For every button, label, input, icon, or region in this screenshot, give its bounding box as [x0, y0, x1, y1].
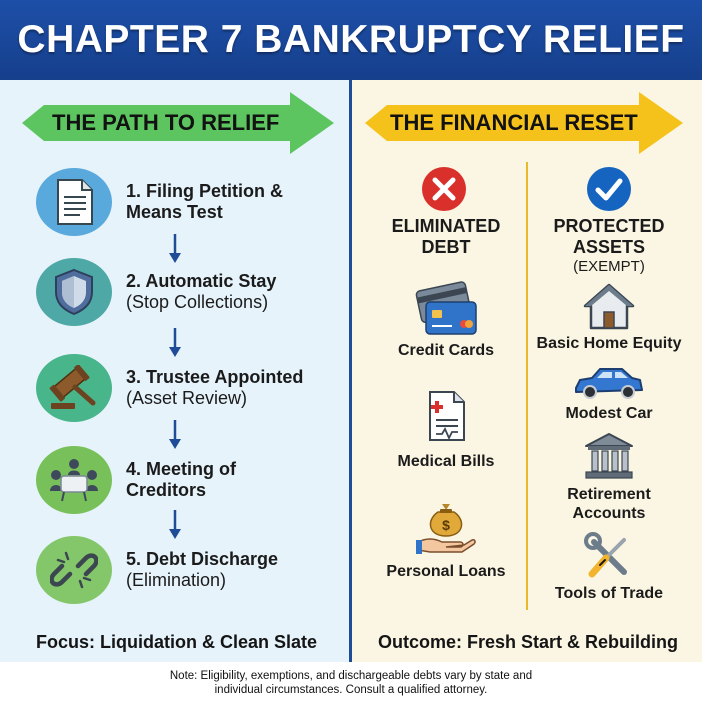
step-text: 5. Debt Discharge (Elimination): [126, 549, 278, 591]
path-heading: THE PATH TO RELIEF: [52, 110, 280, 135]
step-filing: 1. Filing Petition & Means Test: [36, 168, 283, 236]
personal-loans-label: Personal Loans: [386, 563, 506, 580]
medical-bill-icon: [429, 391, 465, 441]
step-subtitle: (Elimination): [126, 570, 227, 590]
center-divider: [349, 80, 352, 662]
step-subtitle: (Asset Review): [126, 388, 248, 408]
reset-heading-arrow: THE FINANCIAL RESET: [365, 92, 683, 154]
step-trustee: 3. Trustee Appointed (Asset Review): [36, 354, 303, 422]
medical-bills-item: Medical Bills: [372, 452, 520, 471]
step-text: 4. Meeting of Creditors: [126, 459, 236, 501]
broken-chain-icon: [36, 536, 112, 604]
focus-caption: Focus: Liquidation & Clean Slate: [36, 632, 318, 652]
credit-cards-label: Credit Cards: [397, 342, 495, 359]
money-bag-hand-icon: $: [416, 504, 476, 554]
step-title: 5. Debt Discharge: [126, 549, 279, 569]
eliminated-heading-line1: ELIMINATED: [391, 216, 501, 236]
tools-of-trade-item: Tools of Trade: [530, 584, 688, 603]
tools-icon: [584, 532, 627, 578]
accounts-label: Accounts: [572, 505, 646, 522]
tools-of-trade-label: Tools of Trade: [554, 585, 664, 602]
disclaimer-line1: Note: Eligibility, exemptions, and disch…: [169, 670, 533, 682]
step-automatic-stay: 2. Automatic Stay (Stop Collections): [36, 258, 276, 326]
step-discharge: 5. Debt Discharge (Elimination): [36, 536, 278, 604]
medical-bills-label: Medical Bills: [397, 453, 495, 470]
check-circle-icon: [587, 167, 631, 211]
retirement-item: Retirement Accounts: [530, 485, 688, 523]
yellow-arrow-shape: [365, 92, 683, 154]
down-arrow-icon: [169, 234, 181, 263]
meeting-icon: [36, 446, 112, 514]
step-title: 2. Automatic Stay: [126, 271, 277, 291]
protected-heading-line2: ASSETS: [572, 237, 646, 257]
modest-car-item: Modest Car: [530, 404, 688, 423]
exempt-label: (EXEMPT): [573, 258, 645, 275]
title-banner: CHAPTER 7 BANKRUPTCY RELIEF: [0, 0, 702, 80]
step-subtitle: Means Test: [126, 202, 223, 222]
page-title: CHAPTER 7 BANKRUPTCY RELIEF: [17, 18, 685, 61]
step-title: 3. Trustee Appointed: [126, 367, 304, 387]
outcome-caption: Outcome: Fresh Start & Rebuilding: [378, 632, 679, 652]
step-text: 3. Trustee Appointed (Asset Review): [126, 367, 303, 409]
down-arrow-icon: [169, 510, 181, 539]
green-arrow-shape: [22, 92, 334, 154]
protected-heading: PROTECTED ASSETS: [534, 216, 684, 258]
bank-icon: [585, 433, 633, 479]
down-arrow-icon: [169, 328, 181, 357]
x-circle-icon: [422, 167, 466, 211]
path-heading-arrow: THE PATH TO RELIEF: [22, 92, 334, 154]
shield-icon: [36, 258, 112, 326]
house-icon: [583, 283, 635, 330]
eliminated-heading-line2: DEBT: [421, 237, 471, 257]
step-text: 1. Filing Petition & Means Test: [126, 181, 283, 223]
step-meeting: 4. Meeting of Creditors: [36, 446, 236, 514]
car-icon: [575, 368, 643, 399]
disclaimer-line2: individual circumstances. Consult a qual…: [214, 684, 488, 696]
reset-heading: THE FINANCIAL RESET: [390, 110, 638, 135]
down-arrow-icon: [169, 420, 181, 449]
step-subtitle: (Stop Collections): [126, 292, 269, 312]
retirement-label: Retirement: [567, 486, 651, 503]
step-subtitle: Creditors: [126, 480, 207, 500]
step-text: 2. Automatic Stay (Stop Collections): [126, 271, 276, 313]
personal-loans-item: Personal Loans: [372, 562, 520, 581]
svg-text:$: $: [442, 517, 450, 533]
step-title: 1. Filing Petition &: [126, 181, 283, 201]
home-equity-label: Basic Home Equity: [536, 335, 682, 352]
disclaimer-note: Note: Eligibility, exemptions, and disch…: [0, 662, 702, 702]
gavel-icon: [36, 354, 112, 422]
step-title: 4. Meeting of: [126, 459, 237, 479]
credit-cards-item: Credit Cards: [372, 341, 520, 360]
modest-car-label: Modest Car: [565, 405, 653, 422]
column-divider: [526, 162, 528, 610]
protected-heading-line1: PROTECTED: [553, 216, 665, 236]
home-equity-item: Basic Home Equity: [530, 334, 688, 353]
document-icon: [36, 168, 112, 236]
eliminated-heading: ELIMINATED DEBT: [372, 216, 520, 258]
credit-card-icon: [415, 281, 477, 335]
